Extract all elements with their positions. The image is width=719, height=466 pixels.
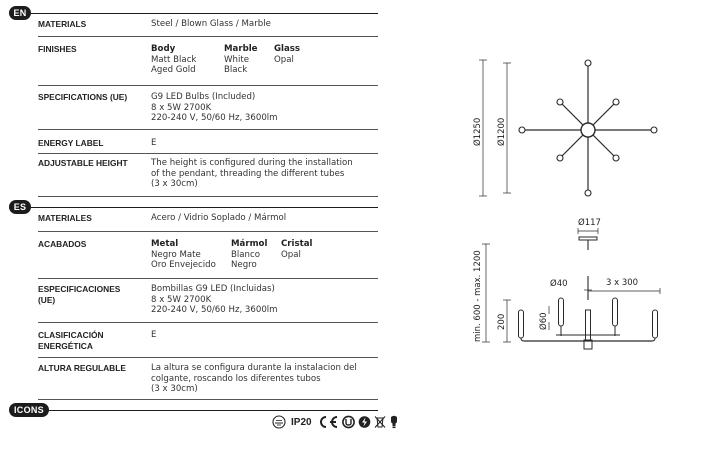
spec-row-clasificacion: CLASIFICACIÓN ENERGÉTICA E bbox=[38, 325, 378, 358]
dim-spacing: 3 x 300 bbox=[606, 278, 638, 288]
dim-total-diameter: Ø1250 bbox=[472, 118, 483, 146]
label-line: (UE) bbox=[38, 294, 56, 305]
label-line: CLASIFICACIÓN bbox=[38, 330, 104, 340]
dim-height-range: min. 600 - max. 1200 bbox=[473, 250, 483, 342]
weee-bin-icon bbox=[374, 416, 385, 428]
row-label: ESPECIFICACIONES (UE) bbox=[38, 284, 146, 305]
value-line: 220-240 V, 50/60 Hz, 3600lm bbox=[151, 113, 278, 123]
spec-row-materiales: MATERIALES Acero / Vidrio Soplado / Márm… bbox=[38, 208, 378, 232]
row-label: MATERIALS bbox=[38, 19, 87, 29]
dimmable-icon bbox=[272, 415, 286, 429]
finish-item: Negro Mate bbox=[151, 249, 201, 260]
finish-item: Aged Gold bbox=[151, 65, 196, 75]
dim-canopy: Ø117 bbox=[578, 217, 601, 228]
finish-item: Opal bbox=[281, 249, 301, 260]
spec-row-altura-regulable: ALTURA REGULABLE La altura se configura … bbox=[38, 358, 378, 400]
dim-inner-diameter: Ø1200 bbox=[496, 118, 507, 146]
row-value: E bbox=[151, 138, 157, 148]
spec-row-finishes: FINISHES Body Matt Black Aged Gold Marbl… bbox=[38, 39, 378, 86]
row-label: ADJUSTABLE HEIGHT bbox=[38, 158, 128, 168]
row-label: FINISHES bbox=[38, 44, 77, 54]
row-value: La altura se configura durante la instal… bbox=[151, 363, 376, 395]
row-label: MATERIALES bbox=[38, 213, 92, 223]
spec-row-specifications: SPECIFICATIONS (UE) G9 LED Bulbs (Includ… bbox=[38, 87, 378, 130]
ukca-mark-icon bbox=[341, 415, 355, 429]
icons-badge: ICONS bbox=[9, 403, 49, 417]
finish-head: Body bbox=[151, 44, 176, 54]
finish-col-marmol: Mármol Blanco Negro bbox=[231, 239, 281, 271]
finish-head: Glass bbox=[274, 44, 301, 54]
finish-col-cristal: Cristal Opal bbox=[281, 239, 331, 271]
energy-icon bbox=[358, 416, 370, 428]
section-rule-en bbox=[31, 13, 378, 14]
finish-item: White bbox=[224, 54, 249, 65]
side-view bbox=[482, 228, 661, 350]
row-label: ACABADOS bbox=[38, 239, 87, 249]
spec-row-adjustable-height: ADJUSTABLE HEIGHT The height is configur… bbox=[38, 153, 378, 197]
finish-head: Mármol bbox=[231, 239, 268, 249]
value-line: 8 x 5W 2700K bbox=[151, 294, 212, 305]
row-value: E bbox=[151, 330, 157, 340]
finish-col-metal: Metal Negro Mate Oro Envejecido bbox=[151, 239, 231, 271]
dim-glass: Ø60 bbox=[538, 312, 549, 330]
label-line: ESPECIFICACIONES bbox=[38, 284, 121, 294]
spec-row-acabados: ACABADOS Metal Negro Mate Oro Envejecido… bbox=[38, 234, 378, 279]
dim-arm-height: 200 bbox=[497, 314, 507, 330]
led-bulb-icon bbox=[390, 415, 397, 429]
spec-row-materials: MATERIALS Steel / Blown Glass / Marble bbox=[38, 14, 378, 37]
finishes-columns: Metal Negro Mate Oro Envejecido Mármol B… bbox=[151, 239, 331, 271]
finish-head: Cristal bbox=[281, 239, 313, 249]
finish-item: Oro Envejecido bbox=[151, 260, 216, 270]
row-value: Steel / Blown Glass / Marble bbox=[151, 19, 271, 29]
lang-badge-en: EN bbox=[9, 6, 31, 20]
row-value: Acero / Vidrio Soplado / Mármol bbox=[151, 213, 287, 223]
finish-head: Metal bbox=[151, 239, 179, 249]
value-line: colgante, roscando los diferentes tubos bbox=[151, 373, 321, 384]
finish-col-body: Body Matt Black Aged Gold bbox=[151, 44, 224, 76]
spec-row-especificaciones: ESPECIFICACIONES (UE) Bombillas G9 LED (… bbox=[38, 279, 378, 323]
top-view bbox=[479, 59, 658, 197]
row-value: G9 LED Bulbs (Included) 8 x 5W 2700K 220… bbox=[151, 92, 376, 124]
row-value: Bombillas G9 LED (Incluidas) 8 x 5W 2700… bbox=[151, 284, 376, 316]
label-line: ENERGÉTICA bbox=[38, 340, 93, 351]
section-rule-icons bbox=[49, 410, 378, 411]
row-value: The height is configured during the inst… bbox=[151, 158, 376, 190]
value-line: (3 x 30cm) bbox=[151, 179, 198, 189]
finishes-columns: Body Matt Black Aged Gold Marble White B… bbox=[151, 44, 324, 76]
spec-row-energy-label: ENERGY LABEL E bbox=[38, 133, 378, 154]
row-label: CLASIFICACIÓN ENERGÉTICA bbox=[38, 330, 146, 351]
finish-col-glass: Glass Opal bbox=[274, 44, 324, 76]
finish-item: Opal bbox=[274, 54, 294, 65]
value-line: G9 LED Bulbs (Included) bbox=[151, 92, 256, 102]
value-line: 8 x 5W 2700K bbox=[151, 102, 212, 113]
value-line: The height is configured during the inst… bbox=[151, 158, 353, 168]
finish-item: Blanco bbox=[231, 249, 260, 260]
row-label: ALTURA REGULABLE bbox=[38, 363, 126, 373]
ip-rating: IP20 bbox=[291, 416, 312, 428]
row-label: ENERGY LABEL bbox=[38, 138, 104, 148]
certification-icons: IP20 bbox=[272, 414, 399, 430]
lang-badge-es: ES bbox=[9, 200, 31, 214]
finish-head: Marble bbox=[224, 44, 258, 54]
ce-mark-icon bbox=[319, 416, 337, 428]
value-line: Bombillas G9 LED (Incluidas) bbox=[151, 284, 275, 294]
finish-col-marble: Marble White Black bbox=[224, 44, 274, 76]
finish-item: Negro bbox=[231, 260, 257, 270]
value-line: La altura se configura durante la instal… bbox=[151, 363, 357, 373]
value-line: (3 x 30cm) bbox=[151, 384, 198, 394]
row-label: SPECIFICATIONS (UE) bbox=[38, 92, 128, 102]
dim-tube: Ø40 bbox=[550, 278, 568, 289]
finish-item: Matt Black bbox=[151, 54, 197, 65]
value-line: 220-240 V, 50/60 Hz, 3600lm bbox=[151, 305, 278, 315]
section-rule-es bbox=[31, 207, 378, 208]
finish-item: Black bbox=[224, 65, 248, 75]
value-line: of the pendant, threading the different … bbox=[151, 168, 345, 179]
